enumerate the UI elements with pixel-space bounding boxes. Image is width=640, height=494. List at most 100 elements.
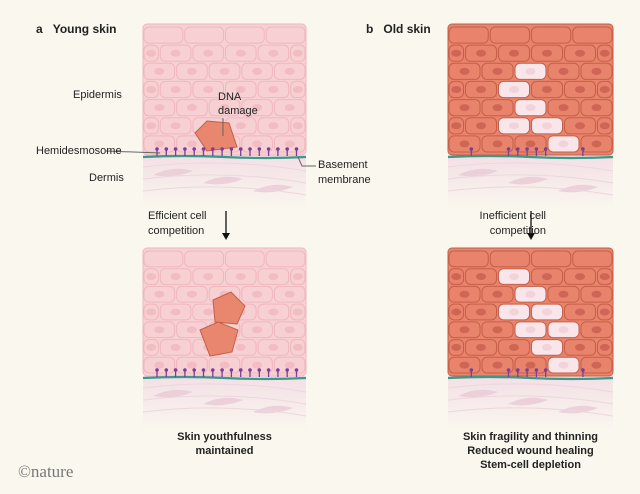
hemidesmosome-head bbox=[525, 147, 529, 151]
nucleus bbox=[170, 273, 181, 281]
nucleus bbox=[292, 122, 303, 130]
nucleus bbox=[186, 361, 197, 369]
fibroblast-cell bbox=[153, 389, 193, 398]
nucleus bbox=[575, 343, 585, 351]
nucleus bbox=[591, 290, 602, 298]
collagen-fiber bbox=[142, 162, 307, 172]
hemidesmosome-head bbox=[229, 147, 234, 151]
collagen-fiber bbox=[447, 407, 614, 417]
epidermal-cell bbox=[225, 250, 265, 268]
hemidesmosome-head bbox=[164, 147, 169, 151]
nucleus bbox=[284, 361, 295, 369]
nucleus bbox=[451, 343, 462, 351]
nucleus bbox=[219, 361, 230, 369]
fibroblast-cell bbox=[203, 176, 243, 185]
collagen-fiber bbox=[447, 383, 614, 393]
nucleus bbox=[154, 290, 165, 298]
nucleus bbox=[146, 343, 157, 351]
epidermis-label: Epidermis bbox=[73, 89, 122, 101]
hemidesmosome-head bbox=[183, 147, 187, 151]
nucleus bbox=[599, 86, 610, 93]
hemidesmosome-head bbox=[257, 368, 262, 372]
epidermal-cell bbox=[489, 250, 530, 268]
nucleus bbox=[476, 308, 486, 316]
collagen-fiber bbox=[447, 174, 614, 184]
nucleus bbox=[591, 361, 602, 369]
fibroblast-cell bbox=[203, 397, 243, 406]
nucleus bbox=[558, 326, 569, 334]
dermis-label: Dermis bbox=[89, 172, 124, 184]
nucleus bbox=[575, 49, 585, 57]
hemidesmosome-head bbox=[543, 147, 548, 151]
nucleus bbox=[509, 49, 519, 57]
nucleus bbox=[558, 104, 569, 112]
hemidesmosome-head bbox=[173, 368, 178, 372]
nucleus bbox=[186, 326, 197, 334]
hemidesmosome-head bbox=[516, 147, 520, 151]
nucleus bbox=[509, 122, 519, 130]
nucleus bbox=[492, 104, 503, 112]
epidermal-cell bbox=[225, 26, 265, 44]
nucleus bbox=[542, 49, 552, 57]
damaged-cell bbox=[199, 321, 239, 357]
epidermal-cell bbox=[448, 26, 489, 44]
nucleus bbox=[492, 140, 503, 148]
collagen-fiber bbox=[142, 407, 307, 417]
nucleus bbox=[186, 104, 197, 112]
nucleus bbox=[558, 140, 569, 148]
hemidesmosome-head bbox=[266, 147, 271, 151]
nucleus bbox=[591, 104, 602, 112]
nucleus bbox=[525, 67, 536, 75]
nucleus bbox=[459, 290, 470, 298]
nucleus bbox=[575, 86, 585, 93]
nucleus bbox=[235, 122, 246, 130]
hemidesmosome-head bbox=[164, 368, 169, 372]
basement-membrane bbox=[142, 154, 307, 160]
hemidesmosome-head bbox=[581, 147, 585, 151]
collagen-fiber bbox=[447, 395, 614, 405]
nucleus bbox=[252, 361, 263, 369]
epidermal-cell bbox=[143, 250, 184, 268]
collagen-fiber bbox=[142, 395, 307, 405]
nucleus bbox=[154, 67, 165, 75]
nucleus bbox=[599, 273, 610, 281]
fibroblast-cell bbox=[558, 405, 598, 414]
nucleus bbox=[599, 343, 610, 351]
hemidesmosome-head bbox=[469, 368, 474, 372]
fibroblast-cell bbox=[508, 397, 548, 406]
nucleus bbox=[476, 49, 486, 57]
epidermal-cell bbox=[572, 26, 613, 44]
hemidesmosome-head bbox=[155, 147, 159, 151]
nucleus bbox=[292, 343, 303, 351]
nucleus bbox=[476, 122, 486, 130]
nucleus bbox=[284, 290, 295, 298]
hemidesmosome-head bbox=[173, 147, 178, 151]
hemidesmosome-head bbox=[201, 147, 206, 151]
nucleus bbox=[284, 326, 295, 334]
nucleus bbox=[170, 343, 181, 351]
hemidesmosome-head bbox=[248, 147, 252, 151]
nucleus bbox=[591, 67, 602, 75]
nucleus bbox=[599, 308, 610, 316]
nucleus bbox=[186, 67, 197, 75]
nucleus bbox=[476, 86, 486, 93]
nucleus bbox=[268, 49, 279, 57]
hemidesmosome-head bbox=[506, 147, 511, 151]
fibroblast-cell bbox=[253, 184, 293, 193]
nucleus bbox=[219, 104, 230, 112]
nucleus bbox=[146, 308, 157, 316]
hemidesmosome-head bbox=[257, 147, 262, 151]
nucleus bbox=[509, 86, 519, 93]
hemidesmosome-head bbox=[192, 147, 196, 151]
epidermal-cell bbox=[184, 250, 224, 268]
nucleus bbox=[146, 86, 157, 93]
nucleus bbox=[591, 140, 602, 148]
nucleus bbox=[492, 326, 503, 334]
nucleus bbox=[575, 273, 585, 281]
nucleus bbox=[509, 308, 519, 316]
damaged-cell bbox=[194, 120, 238, 152]
nucleus bbox=[235, 86, 246, 93]
